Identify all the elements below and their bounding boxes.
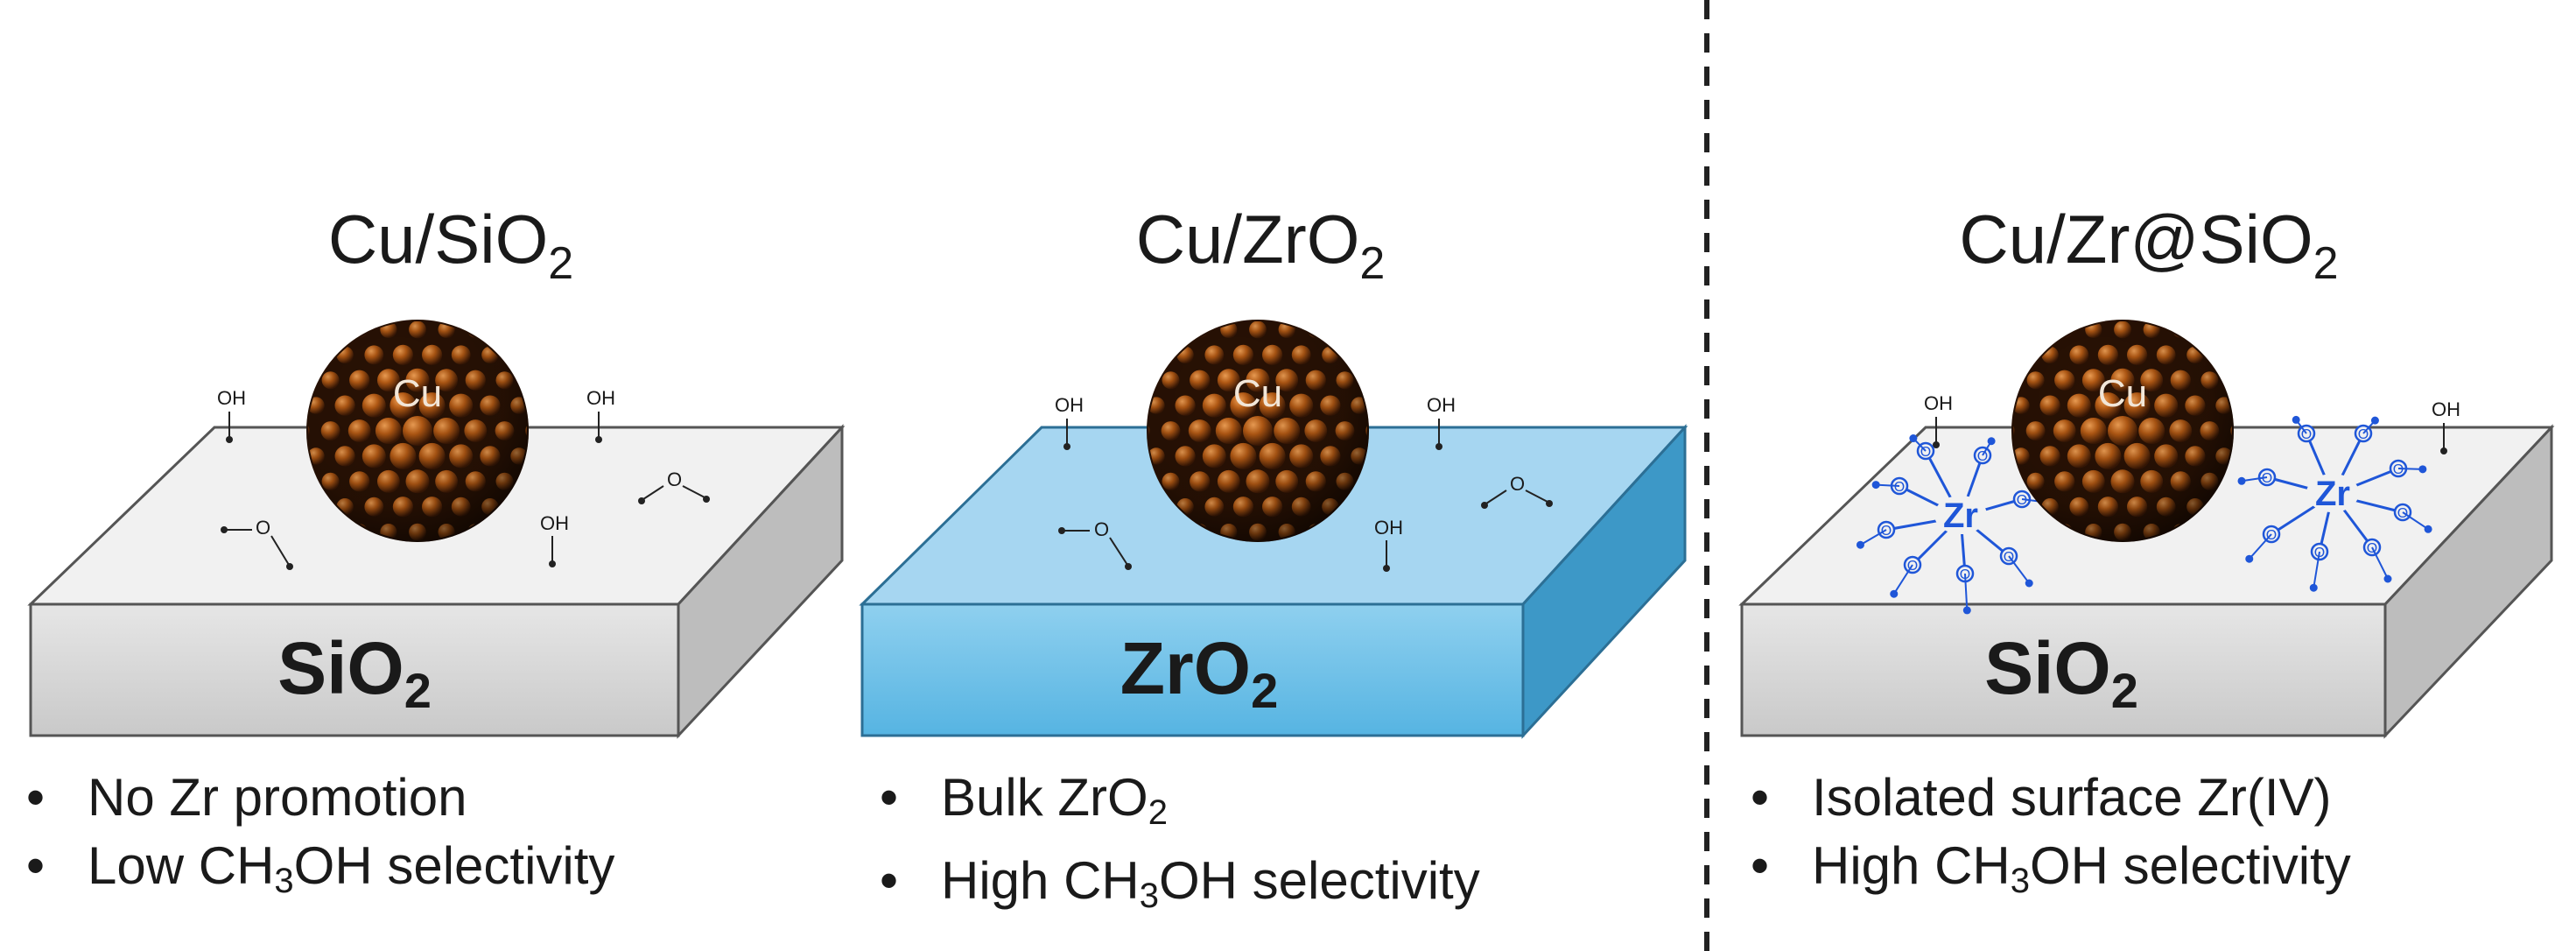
surface-anchor (2309, 583, 2318, 592)
surface-anchor (1962, 606, 1971, 615)
oxo-bridge: O (1481, 473, 1553, 509)
surface-bond (2371, 546, 2389, 580)
surface-bond (2241, 476, 2268, 483)
svg-text:O: O (1510, 473, 1525, 495)
surface-bond (2402, 511, 2429, 531)
cu-nanoparticle: Cu (1147, 320, 1369, 542)
bullet-item: •Low CH3OH selectivity (26, 836, 615, 900)
surface-anchor (2025, 579, 2033, 588)
svg-text:OH: OH (540, 512, 569, 534)
surface-bond (1964, 573, 1969, 610)
panel-title: Cu/Zr@SiO2 (1959, 201, 2338, 289)
surface-bond (2008, 555, 2031, 584)
cu-nanoparticle: Cu (2011, 320, 2234, 542)
surface-bond (2249, 533, 2272, 560)
bullet-item: •Bulk ZrO2 (880, 768, 1168, 832)
oxygen-label: O (1977, 449, 1988, 464)
support-label: SiO2 (1984, 627, 2138, 718)
svg-text:OH: OH (217, 387, 246, 409)
slab-side-face (1521, 424, 1687, 739)
surface-anchor (2245, 554, 2254, 563)
panel-cu-sio2: Cu/SiO2 SiO2 OH OH OH (27, 201, 846, 739)
surface-species: OH OH OH O O (217, 387, 710, 570)
slab-side-face (2383, 424, 2553, 739)
surface-species: OH OH (1924, 392, 2460, 454)
hydroxyl-group: OH (1374, 517, 1403, 572)
oxygen-label: O (2393, 462, 2404, 477)
cu-particle-label: Cu (393, 372, 442, 415)
surface-anchor (1909, 434, 1918, 443)
bullet-item: •High CH3OH selectivity (1751, 836, 2351, 900)
surface-anchor (2424, 525, 2432, 533)
surface-bond (1892, 564, 1913, 595)
bullet-list-cu-zr-sio2: •Isolated surface Zr(IV) •High CH3OH sel… (1751, 764, 2351, 915)
svg-text:O: O (1094, 518, 1109, 540)
zr-center-bg (1934, 496, 1987, 534)
cu-particle-label: Cu (1233, 372, 1282, 415)
bullet-list-cu-sio2: •No Zr promotion •Low CH3OH selectivity (26, 764, 614, 915)
svg-text:O: O (256, 517, 270, 539)
svg-text:O: O (667, 468, 682, 490)
panel-cu-zr-sio2: Cu/Zr@SiO2 SiO2 OH OH OOOOOOOOZr OOOOOOO… (1738, 201, 2555, 739)
surface-bond (2313, 551, 2320, 588)
panel-title: Cu/ZrO2 (1136, 201, 1386, 289)
bullet-item: •High CH3OH selectivity (880, 851, 1480, 915)
zr-center-label: Zr (2315, 475, 2350, 513)
surface-anchor (2292, 415, 2300, 424)
surface-anchor (2370, 416, 2379, 425)
hydroxyl-group: OH (540, 512, 569, 567)
svg-text:OH: OH (1427, 394, 1456, 416)
surface-anchor (2418, 465, 2427, 474)
cu-particle-label: Cu (2098, 372, 2147, 415)
bullet-list-cu-zro2: •Bulk ZrO2 •High CH3OH selectivity (880, 764, 1480, 930)
oxygen-label: O (2017, 493, 2027, 508)
hydroxyl-group: OH (1427, 394, 1456, 450)
svg-text:OH: OH (2432, 398, 2460, 420)
cu-particle-shade (1147, 320, 1369, 542)
hydroxyl-group: OH (217, 387, 246, 443)
siloxane-bridge: O (638, 468, 710, 504)
support-label: SiO2 (277, 627, 432, 718)
hydroxyl-group: OH (1055, 394, 1084, 450)
slab-side-face (677, 424, 844, 739)
hydroxyl-group: OH (2432, 398, 2460, 454)
siloxane-bridge: O (221, 517, 293, 570)
cu-particle-shade (306, 320, 529, 542)
surface-anchor (1987, 437, 1996, 446)
surface-anchor (1871, 481, 1880, 490)
panel-cu-zro2: Cu/ZrO2 ZrO2 OH OH OH (859, 201, 1688, 739)
surface-bond (1859, 529, 1887, 546)
bullet-item: •Isolated surface Zr(IV) (1751, 768, 2332, 827)
svg-text:OH: OH (1374, 517, 1403, 539)
bullet-item: •No Zr promotion (26, 768, 467, 827)
surface-anchor (1890, 589, 1899, 598)
oxygen-label: O (1894, 480, 1905, 495)
surface-anchor (1856, 540, 1864, 549)
cu-nanoparticle: Cu (306, 320, 529, 542)
support-label: ZrO2 (1120, 627, 1279, 718)
isolated-zr-site-right: OOOOOOOOZr (2237, 415, 2432, 592)
zr-center-label: Zr (1943, 497, 1978, 535)
oxygen-label: O (2397, 506, 2408, 521)
zr-center-bg (2306, 474, 2359, 512)
oxygen-label: O (2262, 471, 2272, 486)
surface-bond (2397, 468, 2423, 470)
oxo-bridge: O (1058, 518, 1132, 570)
zirconia-slab: ZrO2 (859, 424, 1688, 739)
svg-text:OH: OH (1924, 392, 1953, 414)
isolated-zr-site-left: OOOOOOOOZr (1856, 434, 2052, 615)
hydroxyl-group: OH (1924, 392, 1953, 448)
svg-text:OH: OH (586, 387, 615, 409)
surface-anchor (2237, 476, 2246, 485)
hydroxyl-group: OH (586, 387, 615, 443)
oxygen-label: O (1881, 524, 1892, 539)
cu-particle-shade (2011, 320, 2234, 542)
panel-title: Cu/SiO2 (328, 201, 573, 289)
surface-species: OH OH OH O O (1055, 394, 1553, 572)
surface-anchor (2383, 574, 2392, 583)
svg-text:OH: OH (1055, 394, 1084, 416)
